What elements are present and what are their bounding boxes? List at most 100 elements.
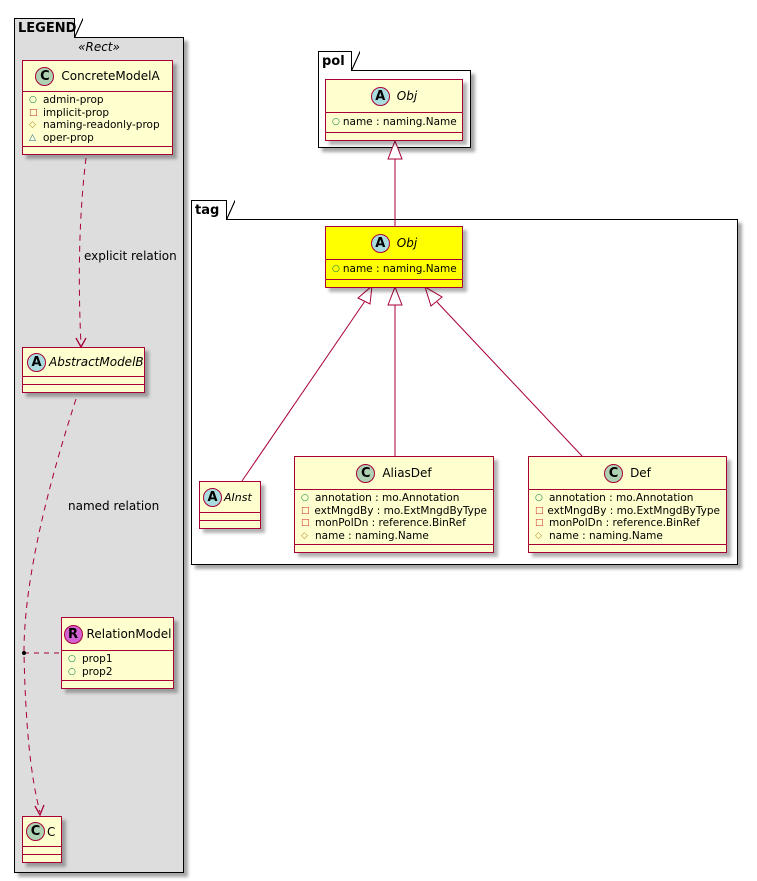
class-ainst[interactable]: A AInst — [199, 481, 261, 529]
class-name: AbstractModelB — [49, 355, 144, 369]
class-attributes: ○ admin-prop □ implicit-prop ◇ naming-reado… — [23, 92, 172, 147]
public-visibility-icon: ○ — [332, 264, 340, 274]
private-visibility-icon: □ — [535, 518, 544, 528]
attribute-text: prop1 — [82, 653, 113, 665]
class-header: A Obj — [326, 80, 462, 113]
attribute: ○ prop1 — [68, 653, 167, 666]
class-kind-icon: A — [370, 233, 390, 253]
private-visibility-icon: □ — [301, 505, 310, 516]
class-methods — [23, 385, 144, 392]
attribute: ○name : naming.Name — [332, 263, 457, 276]
class-abstract-model-b[interactable]: A AbstractModelB — [22, 347, 145, 393]
attribute: ○name : naming.Name — [332, 116, 457, 129]
class-attributes: ○ annotation : mo.Annotation □extMngdBy :… — [529, 490, 726, 545]
class-attributes: ○ annotation : mo.Annotation □ extMngdBy :… — [295, 490, 493, 545]
attribute: ◇name : naming.Name — [535, 530, 720, 543]
attribute-text: oper-prop — [43, 131, 94, 144]
class-header: C Def — [529, 457, 726, 490]
attribute: ○ annotation : mo.Annotation — [535, 492, 720, 505]
class-kind-icon: C — [604, 463, 624, 483]
class-header: C AliasDef — [295, 457, 493, 490]
edge-label-explicit-relation: explicit relation — [84, 249, 177, 263]
attribute: □ monPolDn : reference.BinRef — [301, 517, 487, 530]
class-name: Def — [630, 466, 651, 480]
class-name: AliasDef — [382, 466, 432, 480]
class-header: C ConcreteModelA — [23, 61, 172, 92]
arrowhead-generalization-ainst — [357, 284, 373, 305]
class-relation-model[interactable]: R RelationModel ○prop1 ○prop2 — [61, 617, 174, 689]
class-kind-icon: C — [26, 822, 45, 841]
private-visibility-icon: □ — [29, 107, 38, 118]
class-concrete-model-a[interactable]: C ConcreteModelA ○ admin-prop □ implicit-p… — [22, 60, 173, 155]
class-methods — [295, 545, 493, 552]
public-visibility-icon: ○ — [68, 654, 76, 664]
public-visibility-icon: ○ — [29, 95, 37, 105]
attribute: △ oper-prop — [29, 132, 166, 145]
arrowhead-generalization-aliasdef — [387, 285, 403, 306]
attribute-text: admin-prop — [43, 94, 104, 106]
private-visibility-icon: □ — [535, 505, 544, 516]
class-kind-icon: C — [35, 66, 55, 86]
class-kind-icon: A — [370, 86, 390, 106]
class-attributes — [23, 847, 61, 855]
class-tag-obj[interactable]: A Obj ○name : naming.Name — [325, 226, 463, 288]
attribute-text: prop2 — [82, 665, 113, 678]
class-header: C C — [23, 817, 61, 847]
class-aliasdef[interactable]: C AliasDef ○ annotation : mo.Annotation □… — [294, 456, 494, 553]
class-pol-obj[interactable]: A Obj ○name : naming.Name — [325, 79, 463, 141]
edge-generalization-def — [436, 301, 583, 457]
package-pol-tab: pol — [318, 50, 360, 71]
protected-visibility-icon: ◇ — [535, 530, 542, 541]
edge-named-relation — [23, 398, 77, 813]
class-header: A Obj — [326, 227, 462, 260]
attribute-text: name : naming.Name — [342, 116, 457, 128]
attribute: ○ annotation : mo.Annotation — [301, 492, 487, 505]
package-legend-stereotype: «Rect» — [78, 40, 120, 54]
class-header: A AInst — [200, 482, 260, 513]
edge-generalization-ainst — [241, 300, 366, 482]
attribute-text: name : naming.Name — [342, 263, 457, 275]
class-attributes — [200, 513, 260, 521]
class-attributes — [23, 377, 144, 385]
class-kind-icon: C — [356, 463, 376, 483]
attribute-text: extMngdBy : mo.ExtMngdByType — [314, 504, 487, 517]
class-methods — [326, 280, 462, 287]
class-kind-icon: A — [203, 487, 222, 507]
relation-junction-dot — [22, 651, 26, 655]
arrowhead-generalization-pol-obj — [387, 139, 403, 160]
class-def[interactable]: C Def ○ annotation : mo.Annotation □extMn… — [528, 456, 727, 553]
protected-visibility-icon: ◇ — [29, 120, 36, 130]
class-attributes: ○name : naming.Name — [326, 113, 462, 133]
private-visibility-icon: □ — [301, 518, 310, 528]
class-name: C — [47, 824, 56, 839]
attribute: □ monPolDn : reference.BinRef — [535, 517, 720, 530]
class-name: AInst — [224, 490, 252, 504]
attribute-text: monPolDn : reference.BinRef — [315, 517, 466, 529]
class-name: Obj — [396, 236, 418, 250]
attribute-text: name : naming.Name — [315, 529, 429, 542]
class-methods — [23, 147, 172, 154]
public-visibility-icon: ○ — [535, 493, 543, 503]
public-visibility-icon: ○ — [68, 666, 76, 677]
class-header: A AbstractModelB — [23, 348, 144, 377]
class-methods — [529, 545, 726, 552]
attribute: □extMngdBy : mo.ExtMngdByType — [535, 505, 720, 518]
class-methods — [23, 855, 61, 862]
attribute-text: implicit-prop — [43, 106, 110, 119]
attribute: ○ prop2 — [68, 666, 167, 679]
attribute-text: annotation : mo.Annotation — [315, 492, 460, 504]
class-methods — [62, 681, 173, 688]
attribute-text: annotation : mo.Annotation — [549, 492, 694, 504]
attribute: ◇ naming-readonly-prop — [29, 119, 166, 132]
class-kind-icon: A — [27, 352, 46, 372]
package-legend-body — [14, 37, 184, 873]
attribute-text: extMngdBy : mo.ExtMngdByType — [547, 504, 720, 517]
class-c[interactable]: C C — [22, 816, 62, 863]
package-visibility-icon: △ — [29, 132, 36, 143]
public-visibility-icon: ○ — [301, 493, 309, 503]
class-attributes: ○name : naming.Name — [326, 260, 462, 280]
attribute-text: monPolDn : reference.BinRef — [549, 517, 700, 529]
arrowhead-generalization-def — [424, 285, 443, 307]
attribute-text: naming-readonly-prop — [43, 119, 160, 131]
